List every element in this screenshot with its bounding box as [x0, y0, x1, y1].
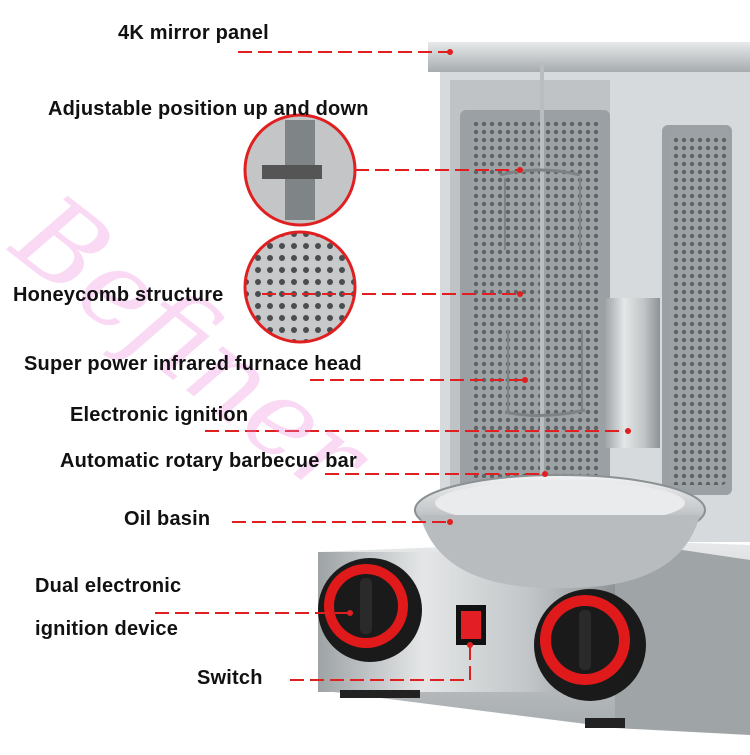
adjustable-position-inset: [243, 113, 357, 227]
label-adjustable-position: Adjustable position up and down: [48, 98, 369, 120]
callout-lines: [155, 49, 631, 681]
rotary-barbecue-bar: [499, 62, 586, 520]
label-rotary-bar: Automatic rotary barbecue bar: [60, 450, 357, 472]
infrared-burner-left: [460, 110, 610, 490]
label-oil-basin: Oil basin: [124, 508, 211, 530]
oil-basin: [414, 474, 706, 589]
ignition-knob-left[interactable]: [318, 558, 422, 662]
label-mirror-panel: 4K mirror panel: [118, 22, 269, 44]
power-switch[interactable]: [456, 605, 486, 645]
ignition-knob-right[interactable]: [534, 589, 646, 701]
label-honeycomb-structure: Honeycomb structure: [13, 284, 224, 306]
label-electronic-ignition: Electronic ignition: [70, 404, 249, 426]
infrared-burner-right: [662, 125, 732, 495]
label-dual-ignition-line2: ignition device: [35, 618, 179, 640]
honeycomb-inset: [243, 230, 357, 344]
label-dual-ignition-line1: Dual electronic: [35, 575, 182, 597]
ignition-housing: [605, 298, 660, 448]
label-furnace-head: Super power infrared furnace head: [24, 353, 362, 375]
label-switch: Switch: [197, 667, 263, 689]
